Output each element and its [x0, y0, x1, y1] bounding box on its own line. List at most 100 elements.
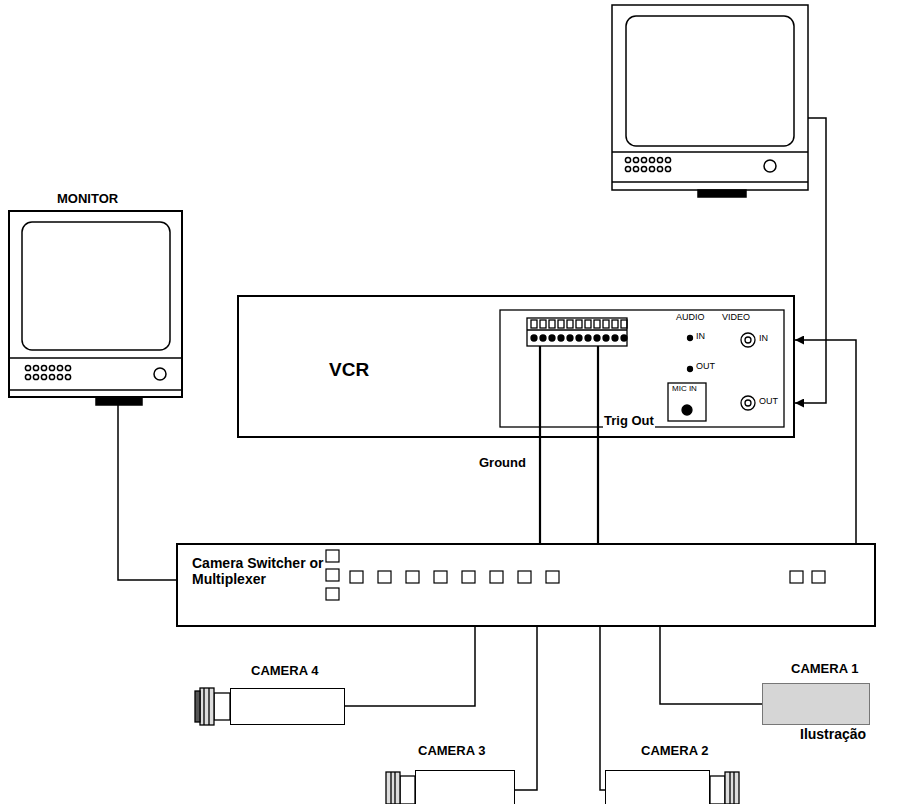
vcr-rear-panel [558, 320, 564, 328]
camera-lens [208, 688, 209, 725]
vcr-rear-panel [603, 335, 609, 341]
monitor-symbol [641, 157, 646, 162]
caption-note: Ilustração [800, 727, 866, 742]
camera-lens [733, 772, 734, 804]
monitor-symbol [96, 398, 142, 405]
port-label: OUT [696, 362, 715, 372]
camera-lens [200, 688, 214, 725]
node-label: CAMERA 1 [791, 662, 858, 677]
node-label: CAMERA 2 [641, 744, 708, 759]
vcr-rear-panel [594, 320, 600, 328]
monitor-symbol [657, 157, 662, 162]
switch-buttons [378, 571, 391, 583]
node-label: CAMERA 3 [418, 744, 485, 759]
monitor-symbol [49, 365, 54, 370]
monitor-symbol [154, 368, 166, 380]
port-label: AUDIO [676, 313, 705, 323]
vcr-rear-panel [540, 335, 546, 341]
vcr-rear-panel [500, 310, 784, 427]
camera-lens [725, 772, 739, 804]
switch-buttons [350, 571, 363, 583]
camera: CAMERA 1 [762, 683, 870, 725]
switch-buttons [812, 571, 825, 583]
cable-connector [515, 627, 537, 790]
camera-lens [203, 688, 204, 725]
monitor-symbol [57, 365, 62, 370]
switch-buttons [326, 550, 339, 562]
vcr-rear-panel [603, 320, 609, 328]
monitor-symbol [641, 166, 646, 171]
video-cable [795, 118, 826, 403]
switch-buttons [326, 550, 825, 600]
port-label: OUT [759, 397, 778, 407]
node-label: Camera Switcher or Multiplexer [192, 555, 324, 587]
cable-connector [795, 340, 856, 543]
monitor-symbol [698, 190, 746, 197]
vcr-rear-panel [567, 320, 573, 328]
vcr-rear-panel [612, 335, 618, 341]
node-label: VCR [329, 359, 369, 381]
monitor-symbol [665, 166, 670, 171]
switch-buttons [326, 588, 339, 600]
camera-lens [195, 691, 200, 722]
vcr-rear-panel [585, 335, 591, 341]
vcr-rear-panel [549, 320, 555, 328]
monitor-symbol [612, 5, 808, 197]
vcr-rear-panel [621, 335, 627, 341]
vcr-rear-panel [688, 336, 693, 341]
camera-lens [390, 772, 391, 804]
monitor-symbol [65, 365, 70, 370]
vcr-rear-panel [549, 335, 555, 341]
vcr-rear-panel [576, 320, 582, 328]
monitor-symbol [625, 166, 630, 171]
switch-buttons [518, 571, 531, 583]
camera-lens [214, 693, 230, 720]
monitor-symbol [25, 374, 30, 379]
monitor-symbol [633, 157, 638, 162]
port-label: IN [696, 332, 705, 342]
vcr-rear-panel [682, 405, 692, 415]
camera-lens [386, 772, 400, 804]
port-label: VIDEO [722, 313, 750, 323]
monitor-symbol [8, 222, 183, 405]
vcr-rear-panel [688, 367, 693, 372]
vcr-rear-panel [567, 335, 573, 341]
vcr-rear-panel [594, 335, 600, 341]
monitor-symbol [22, 222, 170, 350]
monitor-symbol [33, 374, 38, 379]
vcr-rear-panel [621, 320, 627, 328]
camera: CAMERA 3 [415, 770, 515, 804]
cable-connector [539, 346, 541, 543]
monitor-symbol [625, 157, 670, 171]
vcr-rear-panel [745, 337, 751, 343]
camera-lens [400, 776, 415, 804]
cable-connector [660, 627, 762, 704]
monitor-symbol [612, 181, 808, 183]
vcr-rear-panel [741, 333, 755, 347]
monitor: MONITOR [8, 210, 183, 398]
monitor-symbol [612, 151, 808, 153]
node-label: MONITOR [57, 192, 118, 207]
monitor-symbol [49, 374, 54, 379]
monitor-symbol [626, 16, 794, 146]
camera-lens [729, 772, 730, 804]
vcr-rear-panel [500, 310, 784, 427]
monitor-symbol [665, 157, 670, 162]
vcr-rear-panel [527, 318, 627, 346]
signal-label: Ground [478, 456, 527, 470]
vcr-rear-panel [741, 396, 755, 410]
cable-connector [118, 405, 176, 580]
vcr-rear-panel [531, 335, 537, 341]
monitor-symbol [57, 374, 62, 379]
vcr-rear-panel [576, 335, 582, 341]
camera: CAMERA 4 [230, 688, 345, 725]
vcr-rear-panel [558, 335, 564, 341]
vcr-rear-panel [612, 320, 618, 328]
vcr-rear-panel [745, 400, 751, 406]
port-label: IN [759, 334, 768, 344]
cable-connector [345, 627, 475, 706]
port-label: MIC IN [672, 385, 697, 394]
vcr-rear-panel [531, 320, 627, 341]
